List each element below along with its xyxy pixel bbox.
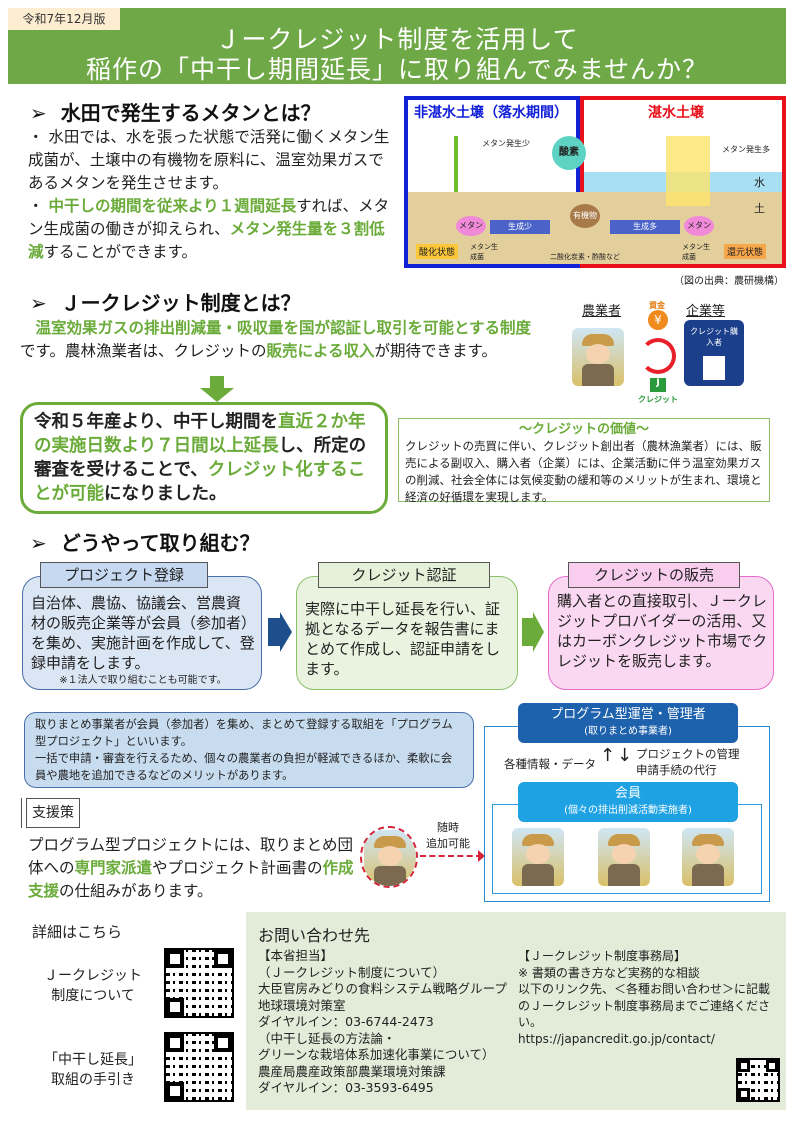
- title-line-1: Ｊークレジット制度を活用して: [215, 25, 579, 54]
- phone-1[interactable]: ダイヤルイン：03-6744-2473: [258, 1014, 434, 1029]
- arrow-head-icon: [478, 850, 485, 862]
- credit-value-callout: ～クレジットの価値～ クレジットの売買に伴い、クレジット創出者（農林漁業者）には…: [398, 418, 770, 504]
- member-farmer-1: [512, 828, 564, 886]
- credit-label: クレジット: [638, 395, 678, 404]
- section1-heading-text: 水田で発生するメタンとは？: [60, 101, 321, 125]
- step1-label: プロジェクト登録: [40, 562, 208, 588]
- exchange-cycle-icon: [640, 338, 676, 374]
- header-banner: [8, 8, 786, 84]
- oxidized-state-label: 酸化状態: [416, 244, 459, 259]
- flow-arrow-icon: [522, 612, 544, 652]
- program-manager-box: プログラム型運営・管理者(取りまとめ事業者): [518, 703, 738, 743]
- j-credit-icon: J: [650, 378, 666, 392]
- phone-2[interactable]: ダイヤルイン：03-3593-6495: [258, 1080, 434, 1095]
- step-credit-certification: 実際に中干し延長を行い、証拠となるデータを報告書にまとめて作成し、認証申請をしま…: [296, 576, 518, 690]
- section3-heading-text: どうやって取り組む？: [60, 531, 260, 555]
- up-arrow-icon: ↑: [600, 745, 616, 766]
- qr-label-jcredit: Ｊークレジット制度について: [44, 968, 142, 1004]
- member-farmer-2: [598, 828, 650, 886]
- reduced-state-label: 還元状態: [724, 244, 767, 259]
- section3-heading: ➢ どうやって取り組む？: [30, 527, 260, 556]
- rice-plant-icon: [434, 136, 478, 192]
- methane-high-label: メタン発生多: [722, 145, 770, 154]
- step3-label: クレジットの販売: [568, 562, 740, 588]
- support-scroll-label: 支援策: [26, 798, 80, 828]
- program-type-note: 取りまとめ事業者が会員（参加者）を集め、まとめて登録する取組を「プログラム型プロ…: [24, 712, 474, 788]
- contact-secretariat: 【Ｊークレジット制度事務局】※ 書類の書き方など実務的な相談以下のリンク先、＜各…: [518, 948, 780, 1047]
- water-label: 水: [754, 176, 765, 189]
- methane-paragraph-2: ・ 中干しの期間を従来より１週間延長すれば、メタン生成菌の働きが抑えられ、メタン…: [28, 197, 390, 261]
- less-production-arrow: 生成少: [490, 220, 550, 234]
- step3-text: 購入者との直接取引、Ｊークレジットプロバイダーの活用、又はカーボンクレジット市場…: [557, 592, 768, 670]
- management-label: プロジェクトの管理申請手続の代行: [636, 747, 740, 777]
- organic-matter-label: 有機物: [570, 204, 600, 228]
- member-farmer-3: [682, 828, 734, 886]
- money-label: 資金: [649, 301, 665, 310]
- info-data-label: 各種情報・データ: [504, 757, 596, 771]
- yen-icon: ¥: [648, 310, 668, 330]
- flooded-title: 湛水土壌: [648, 105, 704, 121]
- down-arrow-icon: [200, 376, 234, 402]
- methane-bubble-right: メタン: [684, 216, 714, 236]
- methane-column: [666, 136, 710, 206]
- flooded-panel: [580, 96, 786, 268]
- step-project-registration: 自治体、農協、協議会、営農資材の販売企業等が会員（参加者）を集め、実施計画を作成…: [22, 576, 262, 690]
- building-icon: [703, 356, 725, 380]
- step2-label: クレジット認証: [318, 562, 490, 588]
- step1-note: ※１法人で取り組むことも可能です。: [59, 675, 227, 686]
- soil-label: 土: [754, 202, 765, 215]
- dashed-arrow: [420, 855, 482, 857]
- qr-code-jcredit[interactable]: [164, 948, 234, 1018]
- eligibility-box: 令和５年産より、中干し期間を直近２か年の実施日数より７日間以上延長し、所定の審査…: [20, 402, 388, 514]
- methane-low-label: メタン発生少: [482, 139, 530, 148]
- microbe-label-left: メタン生成菌: [470, 243, 498, 261]
- non-flooded-panel: [404, 96, 580, 268]
- section1-heading: ➢ 水田で発生するメタンとは？: [30, 97, 321, 126]
- non-flooded-title: 非湛水土壌（落水期間）: [414, 105, 568, 121]
- step1-text: 自治体、農協、協議会、営農資材の販売企業等が会員（参加者）を集め、実施計画を作成…: [31, 594, 255, 672]
- methane-paragraph-1: ・ 水田では、水を張った状態で活発に働くメタン生成菌が、土壌中の有機物を原料に、…: [28, 128, 390, 192]
- arrow-bullet-icon: ➢: [30, 531, 61, 555]
- add-anytime-label: 随時追加可能: [426, 821, 470, 850]
- step2-text: 実際に中干し延長を行い、証拠となるデータを報告書にまとめて作成し、認証申請をしま…: [305, 600, 501, 678]
- title-line-2: 稲作の「中干し期間延長」に取り組んでみませんか？: [85, 55, 708, 84]
- edition-badge: 令和7年12月版: [8, 8, 120, 30]
- arrow-bullet-icon: ➢: [30, 101, 61, 125]
- farmer-label: 農業者: [582, 304, 622, 319]
- down-arrow-icon: ↓: [617, 745, 633, 766]
- credit-value-title: ～クレジットの価値～: [518, 422, 649, 437]
- qr-label-guide: 「中干し延長」取組の手引き: [44, 1052, 142, 1088]
- diagram-caption: （図の出典：農研機構）: [674, 276, 784, 287]
- flow-arrow-icon: [268, 612, 292, 652]
- methane-bubble-left: メタン: [456, 216, 486, 236]
- buyer-card: クレジット購入者: [684, 320, 744, 386]
- member-box: 会員(個々の排出削減活動実施者): [518, 782, 738, 822]
- section2-body: 温室効果ガスの排出削減量・吸収量を国が認証し取引を可能とする制度です。農林漁業者…: [20, 319, 532, 360]
- section1-body: ・ 水田では、水を張った状態で活発に働くメタン生成菌が、土壌中の有機物を原料に、…: [28, 126, 398, 264]
- details-heading: 詳細はこちら: [32, 923, 123, 941]
- credit-value-text: クレジットの売買に伴い、クレジット創出者（農林漁業者）には、販売による副収入、購…: [405, 439, 762, 504]
- contact-url-link[interactable]: https://japancredit.go.jp/contact/: [518, 1031, 715, 1046]
- co2-label: 二酸化炭素・酢酸など: [550, 253, 620, 261]
- contact-panel: お問い合わせ先 【本省担当】（Ｊークレジット制度について）大臣官房みどりの食料シ…: [246, 912, 786, 1110]
- contact-title: お問い合わせ先: [258, 926, 371, 945]
- methane-diagram: 非湛水土壌（落水期間） 湛水土壌 メタン発生少 メタン発生多 酸素 水 土 有機…: [404, 96, 786, 268]
- more-production-arrow: 生成多: [610, 220, 680, 234]
- section2-heading: ➢ Ｊークレジット制度とは？: [30, 287, 301, 316]
- support-text: プログラム型プロジェクトには、取りまとめ団体への専門家派遣やプロジェクト計画書の…: [28, 836, 354, 900]
- arrow-bullet-icon: ➢: [30, 291, 61, 315]
- company-label: 企業等: [686, 304, 726, 319]
- new-member-farmer: [360, 826, 418, 888]
- step-credit-sales: 購入者との直接取引、Ｊークレジットプロバイダーの活用、又はカーボンクレジット市場…: [548, 576, 774, 690]
- microbe-label-right: メタン生成菌: [682, 243, 710, 261]
- section2-heading-text: Ｊークレジット制度とは？: [60, 291, 301, 315]
- qr-code-guide[interactable]: [164, 1032, 234, 1102]
- contact-ministry: 【本省担当】（Ｊークレジット制度について）大臣官房みどりの食料システム戦略グルー…: [258, 948, 514, 1097]
- qr-code-contact[interactable]: [736, 1058, 780, 1102]
- oxygen-bubble: 酸素: [552, 136, 586, 170]
- farmer-avatar: [572, 328, 624, 386]
- credit-flow-illustration: 農業者 企業等 資金 ¥ クレジット購入者 J クレジット: [570, 298, 770, 408]
